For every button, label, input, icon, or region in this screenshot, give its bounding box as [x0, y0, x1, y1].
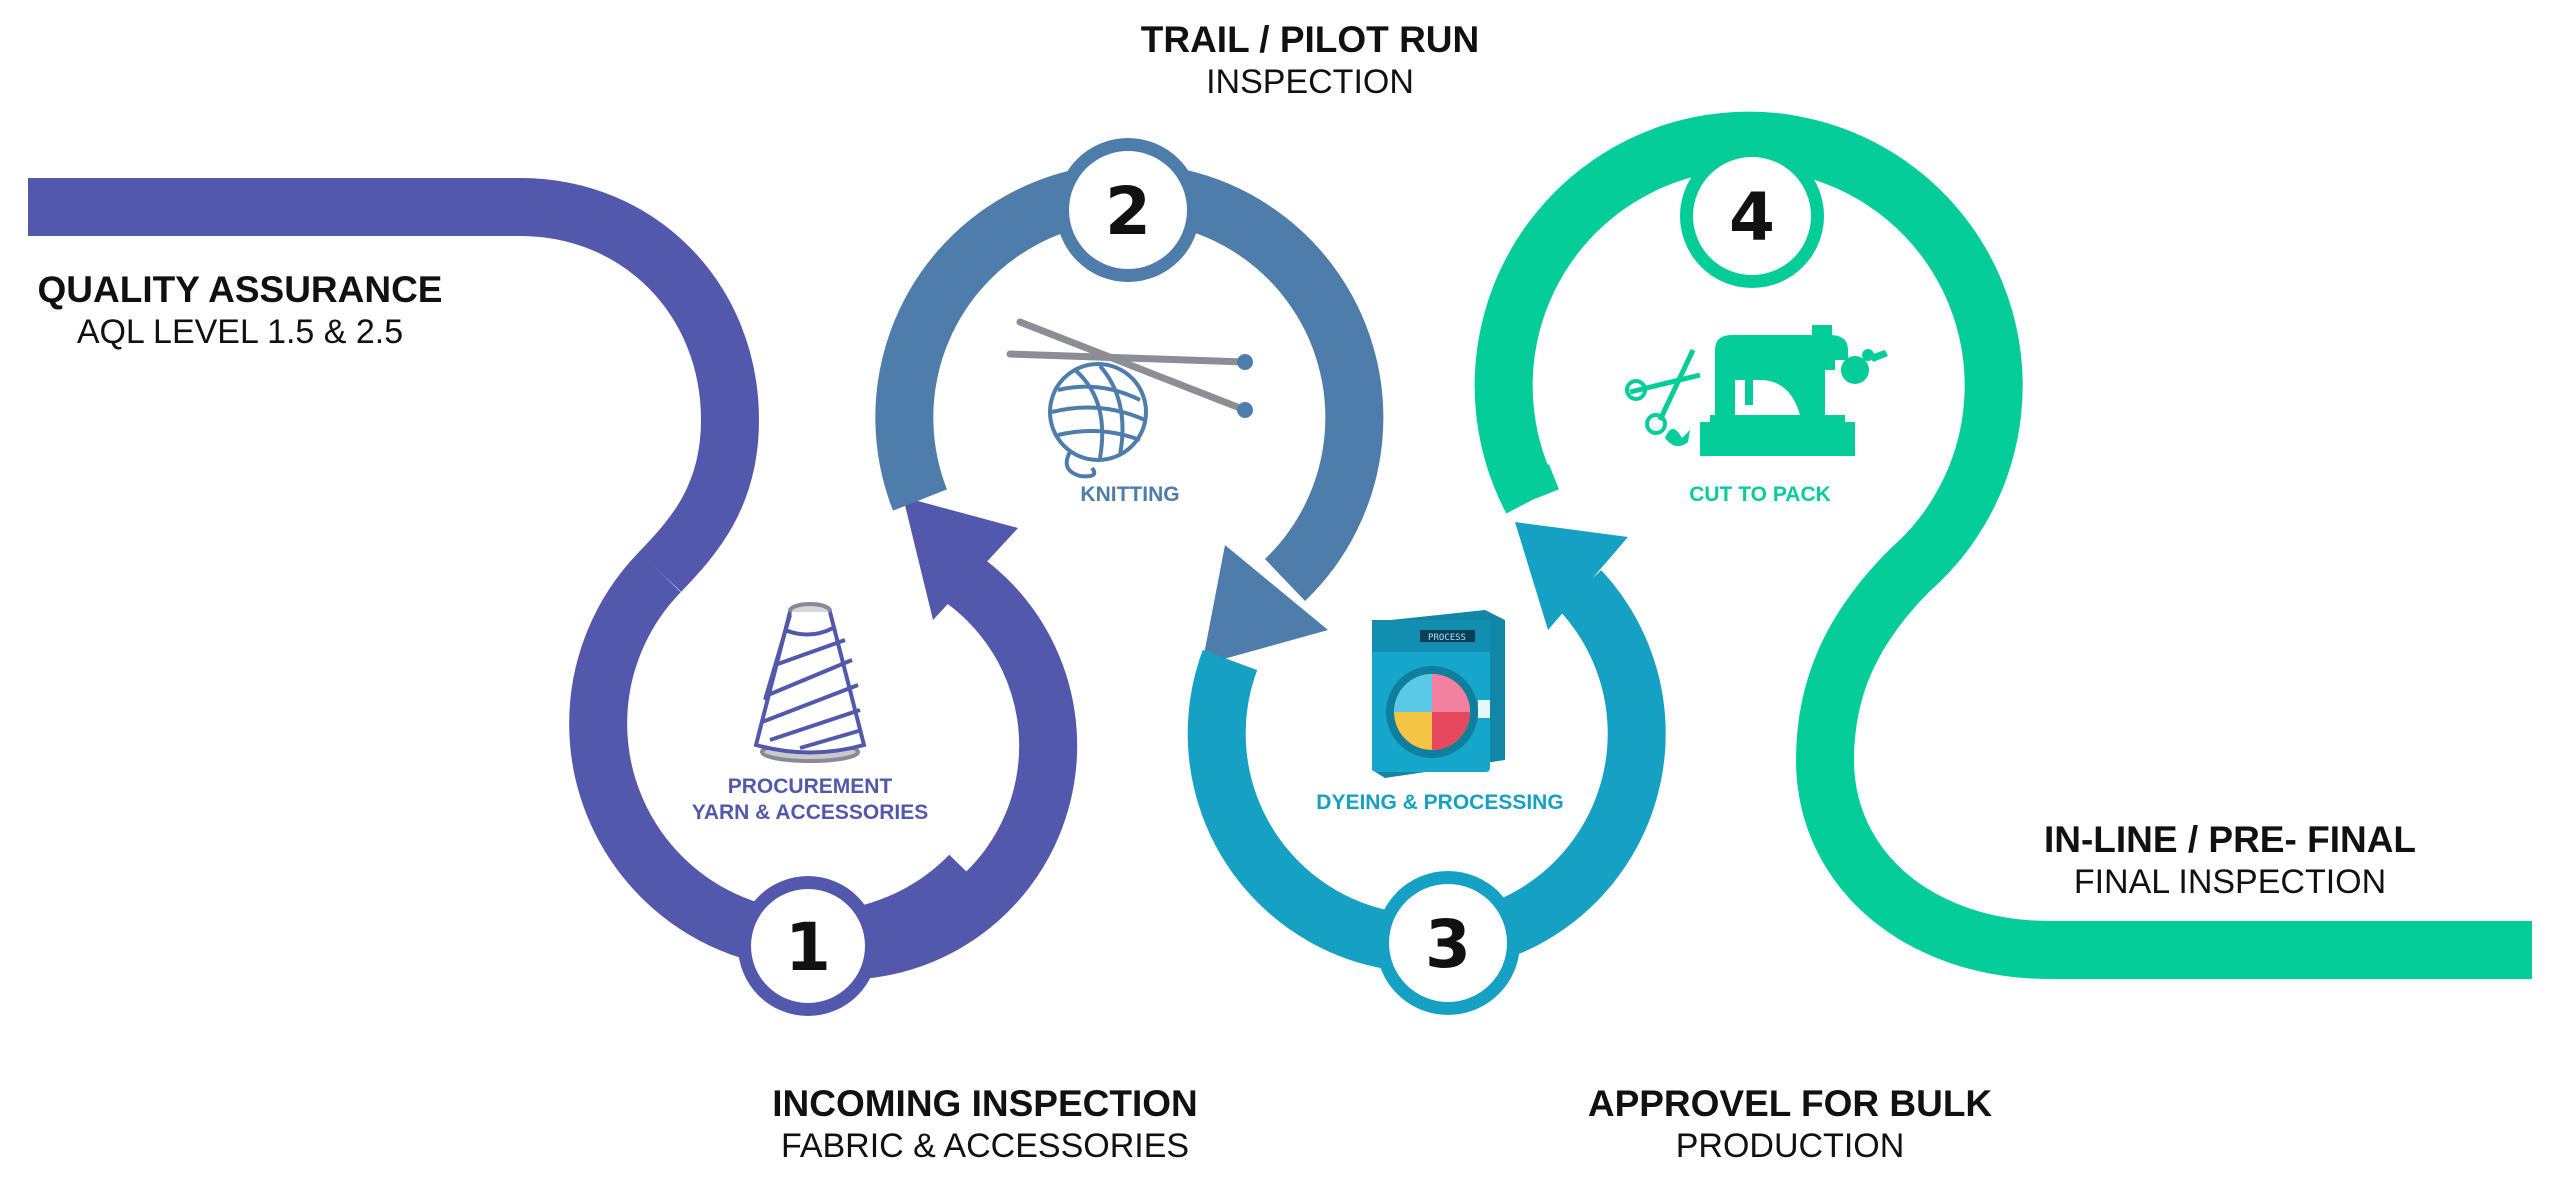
heading-subtitle: FABRIC & ACCESSORIES	[780, 1127, 1190, 1166]
heading-title: QUALITY ASSURANCE	[37, 269, 443, 310]
step-1-label: PROCUREMENT YARN & ACCESSORIES	[660, 774, 960, 827]
step-number-3: 3	[1425, 906, 1471, 983]
loop-step-4-left	[1495, 464, 1559, 511]
loop-step-1-rise	[857, 539, 1078, 979]
step-number-1: 1	[785, 909, 831, 986]
heading-subtitle: FINAL INSPECTION	[2073, 863, 2387, 902]
arrow-step-2	[1202, 545, 1328, 665]
badge-step-3: 3	[1376, 871, 1520, 1015]
step-4-label-line1: CUT TO PACK	[1689, 483, 1831, 506]
knitting-yarn-ball-icon	[1006, 318, 1253, 479]
lead-in-track	[28, 178, 760, 592]
badge-step-1: 1	[738, 876, 878, 1016]
badge-step-2: 2	[1056, 138, 1200, 282]
heading-subtitle: PRODUCTION	[1675, 1127, 1905, 1166]
heading-title: IN-LINE / PRE- FINAL	[2043, 819, 2417, 860]
step-1-label-line1: PROCUREMENT	[727, 775, 893, 798]
heading-trail-pilot-run: TRAIL / PILOT RUN INSPECTION	[1080, 18, 1540, 103]
arrow-step-1	[903, 497, 1018, 620]
heading-subtitle: AQL LEVEL 1.5 & 2.5	[76, 313, 404, 352]
step-2-label-line1: KNITTING	[1080, 483, 1180, 506]
step-number-2: 2	[1105, 173, 1151, 250]
step-number-4: 4	[1729, 179, 1775, 256]
heading-in-line-pre-final: IN-LINE / PRE- FINAL FINAL INSPECTION	[2010, 818, 2450, 903]
heading-title: TRAIL / PILOT RUN	[1140, 19, 1480, 60]
step-2-label: KNITTING	[1030, 482, 1230, 508]
heading-title: INCOMING INSPECTION	[772, 1083, 1198, 1124]
step-1-label-line2: YARN & ACCESSORIES	[691, 801, 929, 825]
heading-title: APPROVEL FOR BULK	[1587, 1083, 1993, 1124]
badge-step-4: 4	[1680, 144, 1824, 288]
heading-quality-assurance: QUALITY ASSURANCE AQL LEVEL 1.5 & 2.5	[30, 268, 450, 353]
arrow-step-3	[1515, 522, 1628, 630]
sewing-machine-icon	[1625, 325, 1888, 456]
step-3-label: DYEING & PROCESSING	[1290, 790, 1590, 816]
yarn-cone-icon	[753, 602, 867, 763]
washer-display: PROCESS	[1428, 633, 1466, 643]
step-4-label: CUT TO PACK	[1660, 482, 1860, 508]
washing-machine-icon: PROCESS	[1372, 610, 1505, 778]
heading-approval-bulk: APPROVEL FOR BULK PRODUCTION	[1560, 1082, 2020, 1167]
heading-incoming-inspection: INCOMING INSPECTION FABRIC & ACCESSORIES	[740, 1082, 1230, 1167]
step-3-label-line1: DYEING & PROCESSING	[1316, 791, 1564, 814]
loop-step-4	[1474, 111, 2532, 979]
heading-subtitle: INSPECTION	[1206, 63, 1414, 102]
